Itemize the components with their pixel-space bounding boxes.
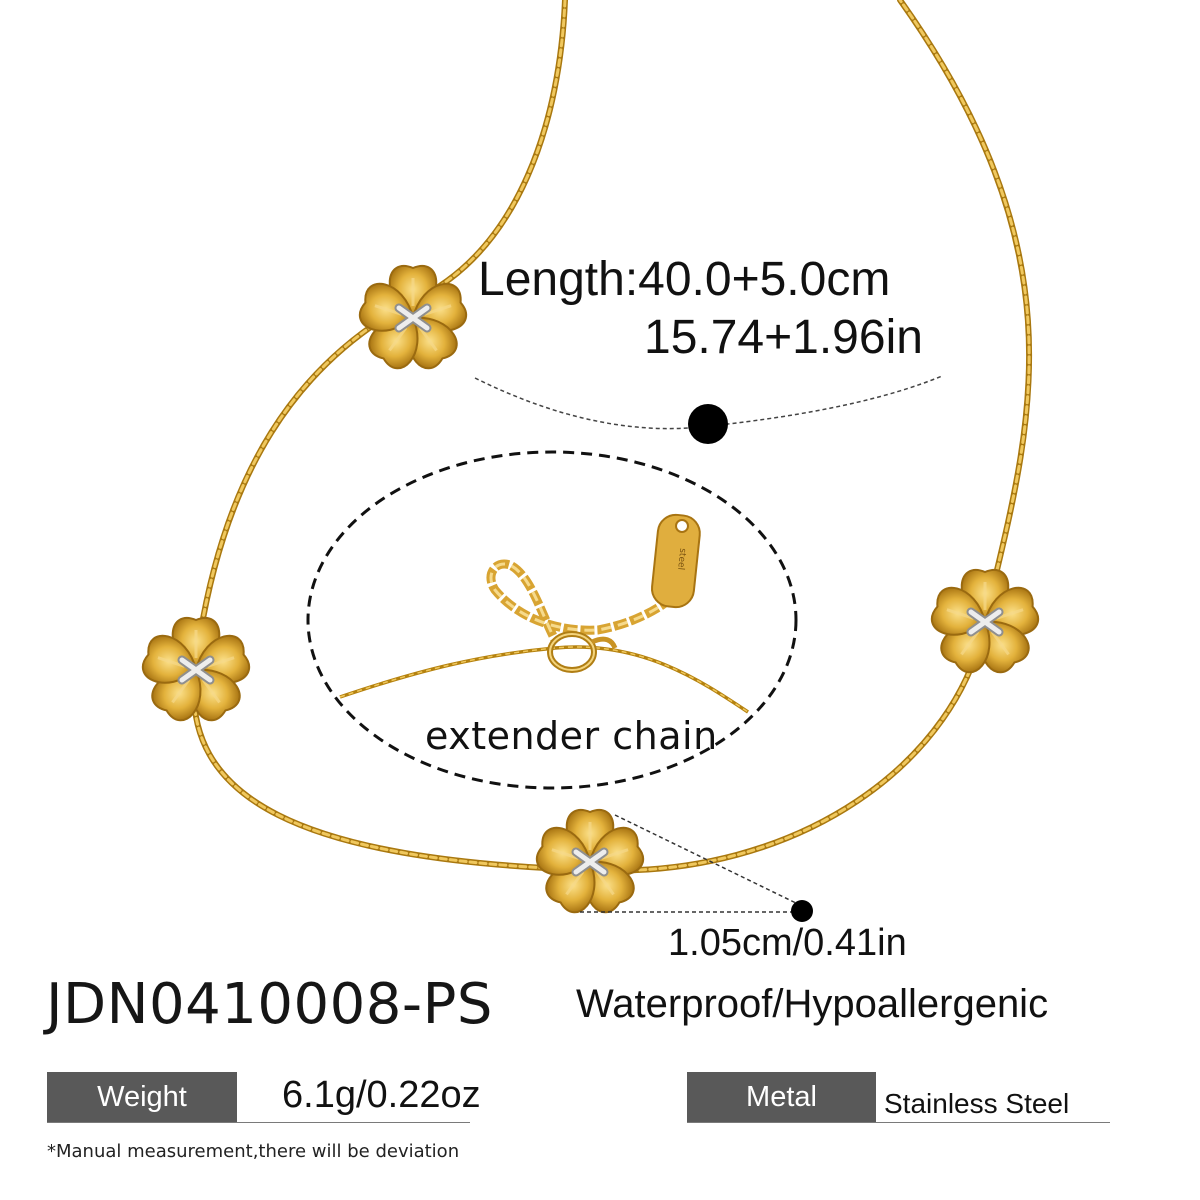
extender-callout-ring bbox=[306, 450, 798, 790]
flower-charm-1 bbox=[356, 266, 470, 374]
flower-charm-2 bbox=[139, 618, 253, 726]
product-sku: JDN0410008-PS bbox=[46, 972, 493, 1037]
flower-size-callout bbox=[580, 814, 813, 922]
length-in-label: 15.74+1.96in bbox=[644, 311, 923, 364]
metal-underline bbox=[687, 1122, 1110, 1123]
weight-value: 6.1g/0.22oz bbox=[282, 1074, 481, 1116]
weight-underline bbox=[47, 1122, 470, 1123]
product-features: Waterproof/Hypoallergenic bbox=[576, 982, 1049, 1026]
length-cm-label: Length:40.0+5.0cm bbox=[478, 253, 891, 306]
extender-chain-detail: steel bbox=[339, 513, 749, 714]
length-measure-line bbox=[474, 375, 943, 430]
measurement-footnote: *Manual measurement,there will be deviat… bbox=[47, 1141, 460, 1162]
weight-label: Weight bbox=[47, 1072, 237, 1122]
flower-size-label: 1.05cm/0.41in bbox=[668, 922, 907, 964]
flower-charm-3 bbox=[533, 810, 647, 918]
length-marker-dot bbox=[688, 404, 728, 444]
metal-label: Metal bbox=[687, 1072, 876, 1122]
metal-value: Stainless Steel bbox=[884, 1088, 1070, 1119]
svg-text:steel: steel bbox=[675, 548, 687, 571]
flower-charm-4 bbox=[928, 570, 1042, 678]
extender-chain-label: extender chain bbox=[425, 714, 718, 758]
